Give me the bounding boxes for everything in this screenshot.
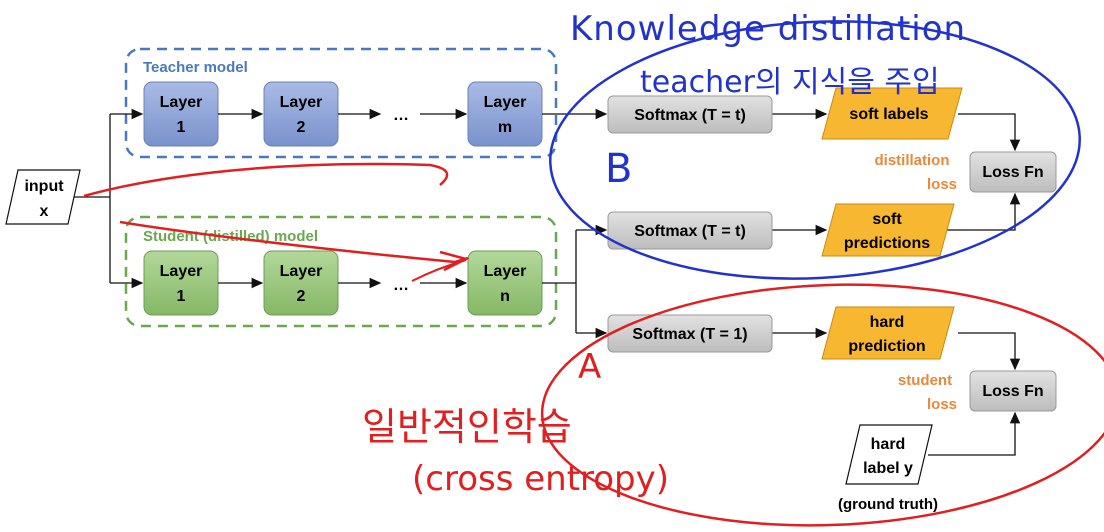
red-arrow-layer2 [411,259,467,282]
svg-text:input: input [24,178,64,195]
teacher-model-group [124,47,558,159]
svg-text:n: n [500,288,510,305]
teacher-layer-2: Layer 2 [263,81,339,147]
blue-circle-annotation [549,20,1081,280]
svg-text:soft: soft [872,211,902,228]
student-ellipsis: … [393,277,409,294]
softmax-student-soft: Softmax (T = t) [607,211,773,250]
red-arrow-student [119,220,470,272]
softmax-teacher: Softmax (T = t) [607,95,773,134]
input-x: input x [5,169,81,225]
teacher-knowledge-note: teacher의 지식을 주입 [640,65,940,100]
input-connectors [74,108,1021,456]
svg-text:Layer: Layer [160,94,203,111]
svg-text:Loss Fn: Loss Fn [982,164,1043,181]
hard-prediction: hard prediction [821,306,955,360]
cross-entropy-note: (cross entropy) [412,459,669,499]
teacher-ellipsis: … [393,107,409,124]
svg-text:Layer: Layer [484,94,527,111]
soft-labels: soft labels [821,87,963,140]
student-layer-2: Layer 2 [263,250,339,316]
svg-text:1: 1 [177,119,186,136]
soft-predictions: soft predictions [821,203,955,257]
svg-text:x: x [40,203,49,220]
teacher-model-title: Teacher model [143,59,248,76]
svg-text:soft labels: soft labels [849,106,928,123]
loss-fn-distillation: Loss Fn [969,151,1057,193]
letter-b-note: B [605,146,632,192]
student-loss-label-1: student [898,372,952,389]
general-learning-note: 일반적인학습 [362,405,572,449]
softmax-student-hard: Softmax (T = 1) [607,314,773,353]
distillation-loss-label-2: loss [927,176,957,193]
student-layer-n: Layer n [467,250,543,316]
loss-fn-student: Loss Fn [969,370,1057,412]
red-circle-annotation [540,283,1104,527]
ground-truth-label: (ground truth) [838,496,938,513]
teacher-layer-1: Layer 1 [143,81,219,147]
hard-label-y: hard label y [845,424,933,485]
svg-text:label y: label y [863,460,913,477]
student-loss-label-2: loss [927,396,957,413]
svg-text:hard: hard [870,314,905,331]
svg-text:prediction: prediction [848,338,925,355]
svg-text:Layer: Layer [280,94,323,111]
letter-a-note: A [578,347,601,387]
red-arrow-teacher [83,162,449,198]
svg-text:Loss Fn: Loss Fn [982,383,1043,400]
svg-text:Layer: Layer [280,263,323,280]
svg-text:m: m [498,119,512,136]
svg-text:Softmax (T = t): Softmax (T = t) [634,107,746,124]
student-layer-1: Layer 1 [143,250,219,316]
svg-text:hard: hard [871,436,906,453]
svg-text:2: 2 [297,288,306,305]
svg-text:Layer: Layer [160,263,203,280]
student-model-group [124,215,558,328]
teacher-layer-m: Layer m [467,81,543,147]
svg-text:Layer: Layer [484,263,527,280]
svg-text:Softmax (T = t): Softmax (T = t) [634,223,746,240]
svg-text:predictions: predictions [844,235,930,252]
knowledge-distillation-note: Knowledge distillation [570,9,966,49]
svg-text:2: 2 [297,119,306,136]
svg-text:Softmax (T = 1): Softmax (T = 1) [632,326,747,343]
distillation-loss-label-1: distillation [875,152,950,169]
svg-text:1: 1 [177,288,186,305]
